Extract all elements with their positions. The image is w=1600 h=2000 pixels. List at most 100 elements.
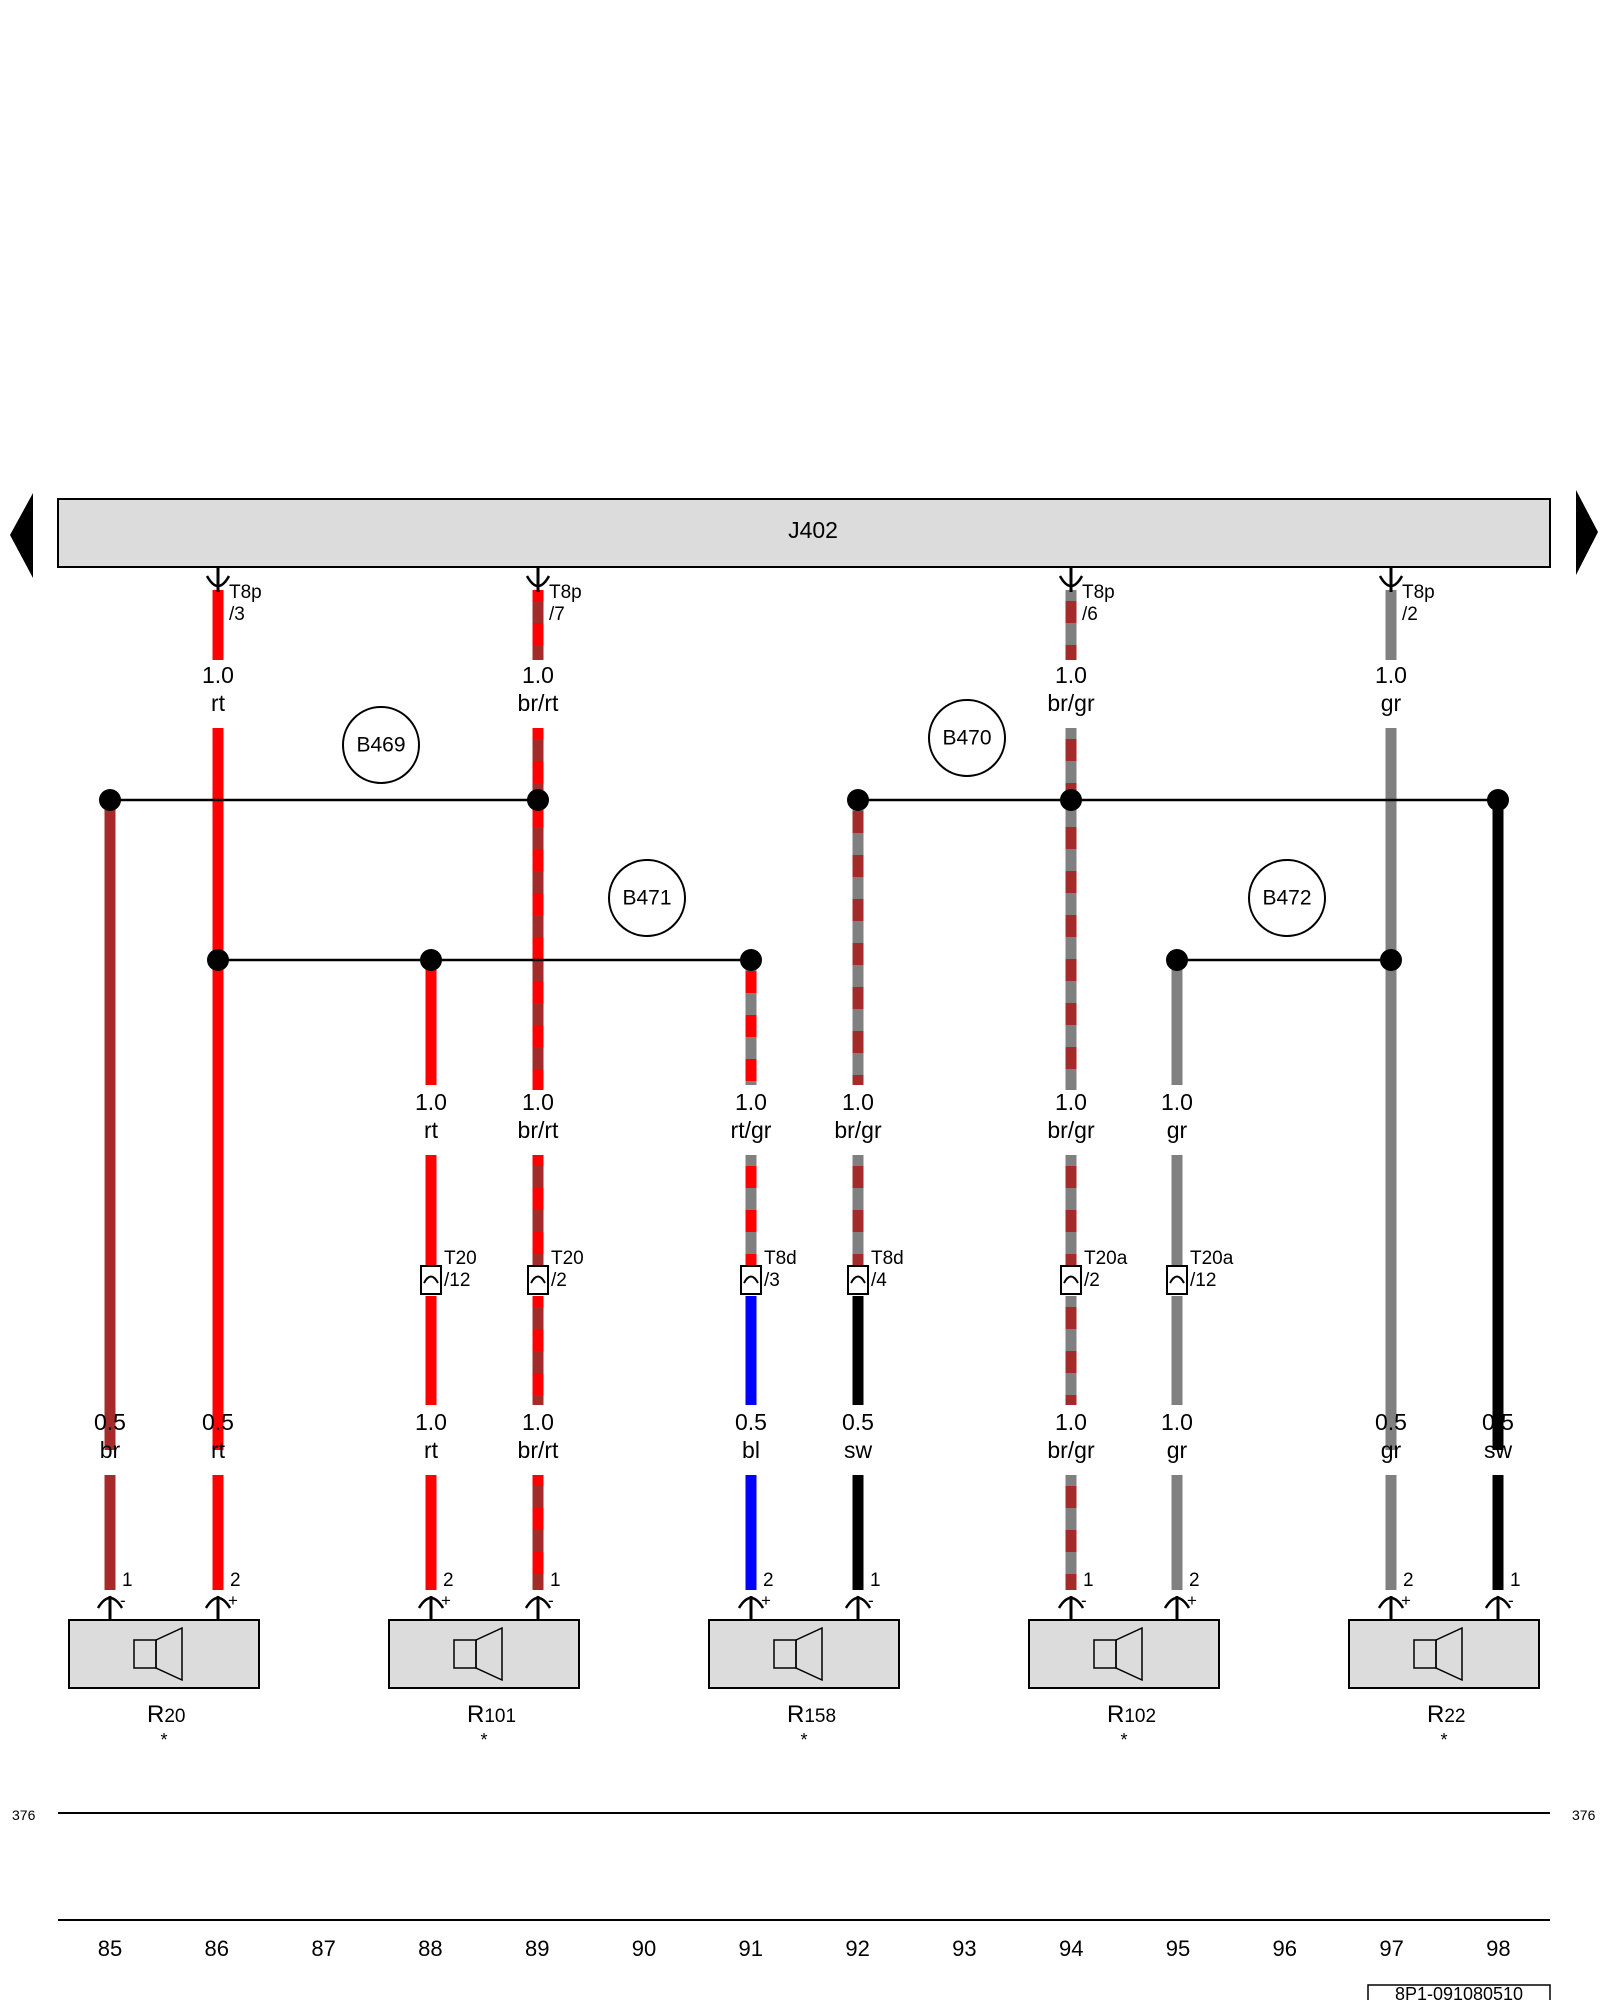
speaker-pin-sign: + (228, 1591, 238, 1610)
mid-wire-color: br/gr (1047, 1117, 1095, 1143)
bottom-wire-color: rt (424, 1437, 439, 1463)
mid-wire-size: 1.0 (415, 1089, 447, 1115)
bottom-wire-size: 0.5 (94, 1409, 126, 1435)
speaker-label: R101 (467, 1701, 516, 1728)
speaker-cone-icon (475, 1626, 503, 1682)
bottom-wire-size: 0.5 (202, 1409, 234, 1435)
track-number: 92 (845, 1936, 869, 1961)
speaker-r158[interactable]: R158* (708, 1619, 900, 1750)
speaker-pin-sign: - (868, 1591, 874, 1610)
speaker-number: 158 (804, 1706, 836, 1727)
track-number: 98 (1486, 1936, 1510, 1961)
mid-wire-size: 1.0 (1055, 1089, 1087, 1115)
track-number: 97 (1379, 1936, 1403, 1961)
speaker-prefix: R (1427, 1701, 1444, 1728)
track-number: 90 (632, 1936, 656, 1961)
inline-connector-icon (847, 1265, 869, 1295)
splice-b472: B472 (1248, 859, 1326, 937)
speaker-pin-number: 2 (443, 1570, 454, 1591)
top-wire-size: 1.0 (1055, 662, 1087, 688)
inline-connector-arc (530, 1275, 546, 1284)
speaker-r22[interactable]: R22* (1348, 1619, 1540, 1750)
top-connector-pin: /6 (1082, 604, 1098, 625)
control-module-bar (57, 498, 1551, 568)
track-number: 88 (418, 1936, 442, 1961)
mid-wire-size: 1.0 (842, 1089, 874, 1115)
inline-connector-name: T20a (1190, 1248, 1234, 1269)
inline-connector-name: T20a (1084, 1248, 1128, 1269)
junction-dot (207, 949, 229, 971)
inline-connector-arc (1063, 1275, 1079, 1284)
speaker-pin-number: 1 (122, 1570, 133, 1591)
speaker-note: * (480, 1730, 487, 1750)
bottom-wire-size: 1.0 (1055, 1409, 1087, 1435)
inline-connector-pin: /2 (1084, 1270, 1100, 1291)
inline-connector-pin: /12 (1190, 1270, 1216, 1291)
speaker-number: 20 (164, 1706, 185, 1727)
speaker-r20[interactable]: R20* (68, 1619, 260, 1750)
next-page-arrow-icon[interactable] (1576, 490, 1598, 575)
bottom-wire-color: gr (1167, 1437, 1188, 1463)
speaker-pin-number: 2 (230, 1570, 241, 1591)
inline-connector-pin: /2 (551, 1270, 567, 1291)
svg-text:B471: B471 (622, 887, 671, 910)
speaker-r102[interactable]: R102* (1028, 1619, 1220, 1750)
bottom-wire-size: 0.5 (735, 1409, 767, 1435)
inline-connector-arc (743, 1275, 759, 1284)
junctions (99, 789, 1509, 971)
mid-wire-color: br/rt (518, 1117, 560, 1143)
speaker-number: 101 (484, 1706, 516, 1727)
top-connector-name: T8p (549, 582, 582, 603)
mid-wire-size: 1.0 (522, 1089, 554, 1115)
bottom-wire-size: 0.5 (1375, 1409, 1407, 1435)
track-number: 95 (1166, 1936, 1190, 1961)
speaker-label: R22 (1427, 1701, 1465, 1728)
inline-connector-name: T8d (764, 1248, 797, 1269)
top-wire-color: br/gr (1047, 690, 1095, 716)
bottom-wire-size: 1.0 (522, 1409, 554, 1435)
speakers: R20*R101*R158*R102*R22* (68, 1619, 1540, 1750)
track-number: 89 (525, 1936, 549, 1961)
junction-dot (1380, 949, 1402, 971)
inline-connector-arc (850, 1275, 866, 1284)
speaker-cone-icon (1115, 1626, 1143, 1682)
mid-wire-size: 1.0 (735, 1089, 767, 1115)
doc-id-box (1367, 1984, 1551, 2000)
speaker-pin-sign: - (548, 1591, 554, 1610)
top-connector-pin: /2 (1402, 604, 1418, 625)
speaker-pin-number: 1 (550, 1570, 561, 1591)
track-number: 87 (311, 1936, 335, 1961)
speaker-prefix: R (147, 1701, 164, 1728)
mid-wire-color: br/gr (834, 1117, 882, 1143)
speaker-box (388, 1619, 580, 1689)
junction-dot (420, 949, 442, 971)
top-wire-color: rt (211, 690, 226, 716)
bottom-wire-color: sw (1484, 1437, 1513, 1463)
speaker-cone-icon (155, 1626, 183, 1682)
bottom-wire-color: gr (1381, 1437, 1402, 1463)
bottom-wire-size: 0.5 (1482, 1409, 1514, 1435)
mid-wire-color: rt (424, 1117, 439, 1143)
top-connector-name: T8p (1082, 582, 1115, 603)
top-connector-pin: /7 (549, 604, 565, 625)
speaker-prefix: R (787, 1701, 804, 1728)
top-connector-name: T8p (1402, 582, 1435, 603)
speaker-r101[interactable]: R101* (388, 1619, 580, 1750)
svg-text:B470: B470 (942, 727, 991, 750)
speaker-box (1348, 1619, 1540, 1689)
inline-connector-name: T8d (871, 1248, 904, 1269)
speaker-label: R20 (147, 1701, 185, 1728)
speaker-prefix: R (1107, 1701, 1124, 1728)
bottom-wire-color: br/rt (518, 1437, 560, 1463)
inline-connector-arc (423, 1275, 439, 1284)
top-wire-size: 1.0 (1375, 662, 1407, 688)
speaker-note: * (1440, 1730, 1447, 1750)
previous-page-arrow-icon[interactable] (10, 493, 33, 578)
speaker-box (1028, 1619, 1220, 1689)
speaker-note: * (160, 1730, 167, 1750)
speaker-pin-number: 1 (870, 1570, 881, 1591)
speaker-label: R158 (787, 1701, 836, 1728)
speaker-pin-number: 1 (1083, 1570, 1094, 1591)
